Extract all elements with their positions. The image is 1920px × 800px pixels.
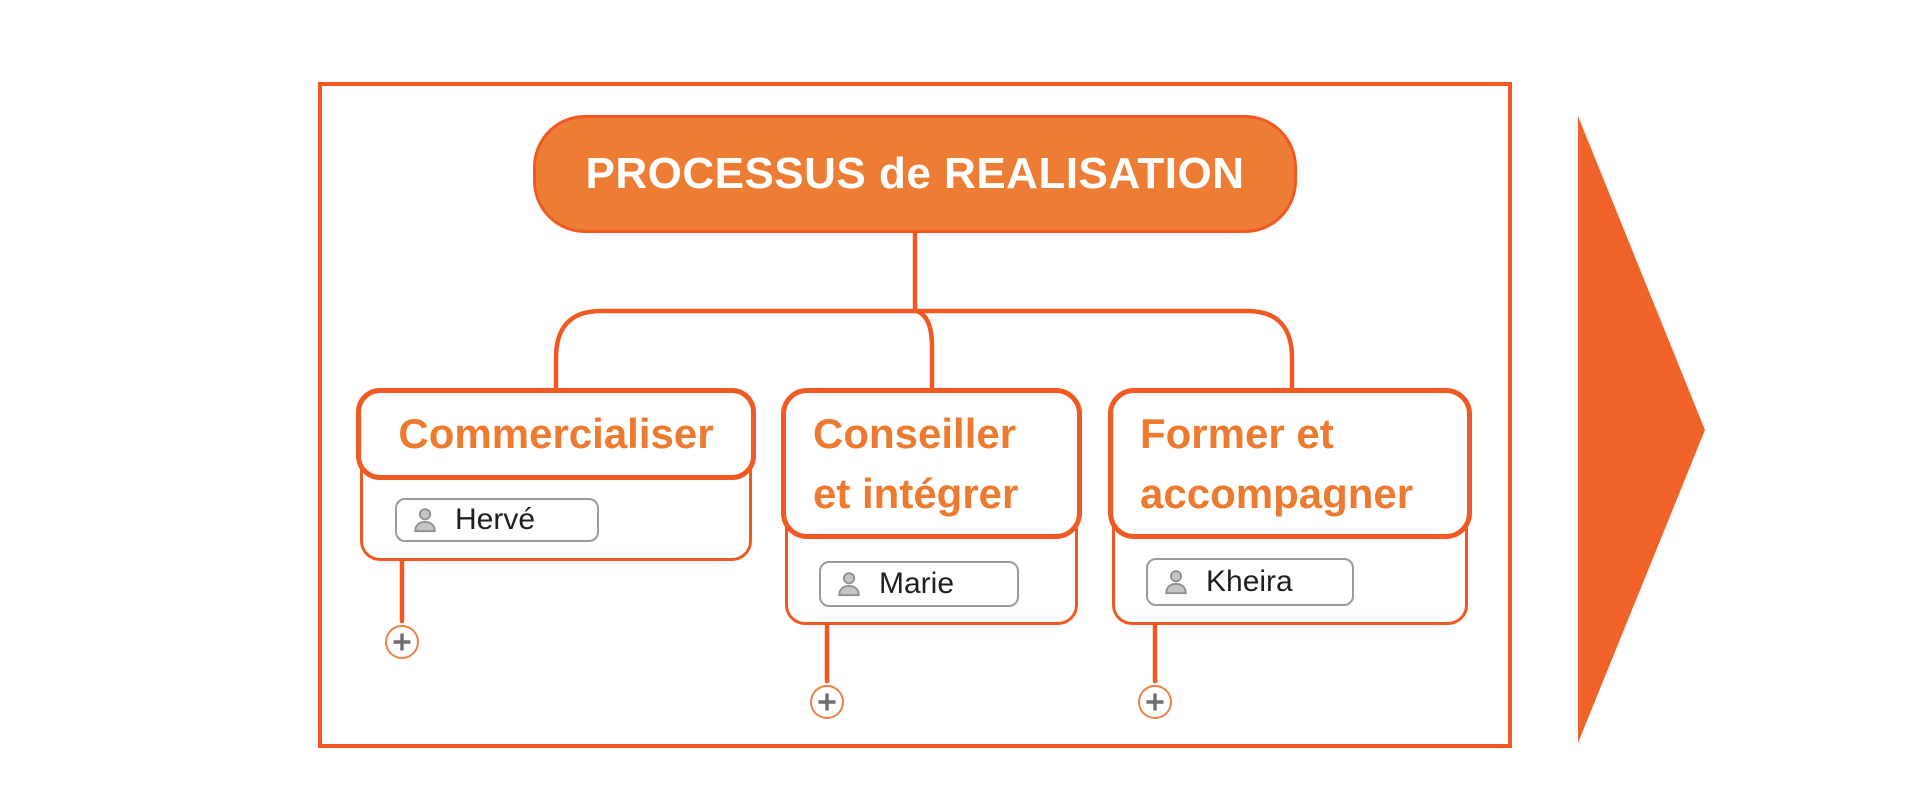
branch2-expand-button[interactable]: [809, 684, 845, 720]
branch3-topic[interactable]: Former et accompagner: [1108, 388, 1472, 539]
branch2-topic[interactable]: Conseiller et intégrer: [781, 388, 1082, 539]
branch1-owner-name: Hervé: [455, 503, 536, 536]
branch2-title-line1: Conseiller: [813, 409, 1017, 457]
root-topic[interactable]: PROCESSUS de REALISATION: [533, 115, 1297, 233]
branch3-title-line1: Former et: [1140, 409, 1334, 457]
plus-icon: [1138, 685, 1172, 719]
branch1-title-line: Commercialiser: [398, 410, 714, 457]
diagram-frame: [318, 82, 1512, 748]
plus-icon: [385, 625, 419, 659]
root-topic-label: PROCESSUS de REALISATION: [585, 149, 1245, 198]
branch2-resource-tag[interactable]: Marie: [819, 561, 1019, 607]
branch3-owner-name: Kheira: [1206, 565, 1293, 598]
branch1-resource-tag[interactable]: Hervé: [395, 498, 599, 542]
branch1-topic[interactable]: Commercialiser: [356, 388, 756, 480]
branch3-title-line2: accompagner: [1140, 469, 1414, 517]
branch2-title-line2: et intégrer: [813, 469, 1019, 517]
arrow-right-shape: [1578, 116, 1705, 743]
person-icon: [1165, 570, 1187, 595]
branch3-resource-tag[interactable]: Kheira: [1146, 558, 1354, 606]
branch2-owner-name: Marie: [879, 567, 955, 600]
person-icon: [414, 508, 436, 533]
plus-icon: [810, 685, 844, 719]
branch3-expand-button[interactable]: [1137, 684, 1173, 720]
person-icon: [838, 572, 860, 597]
branch1-expand-button[interactable]: [384, 624, 420, 660]
